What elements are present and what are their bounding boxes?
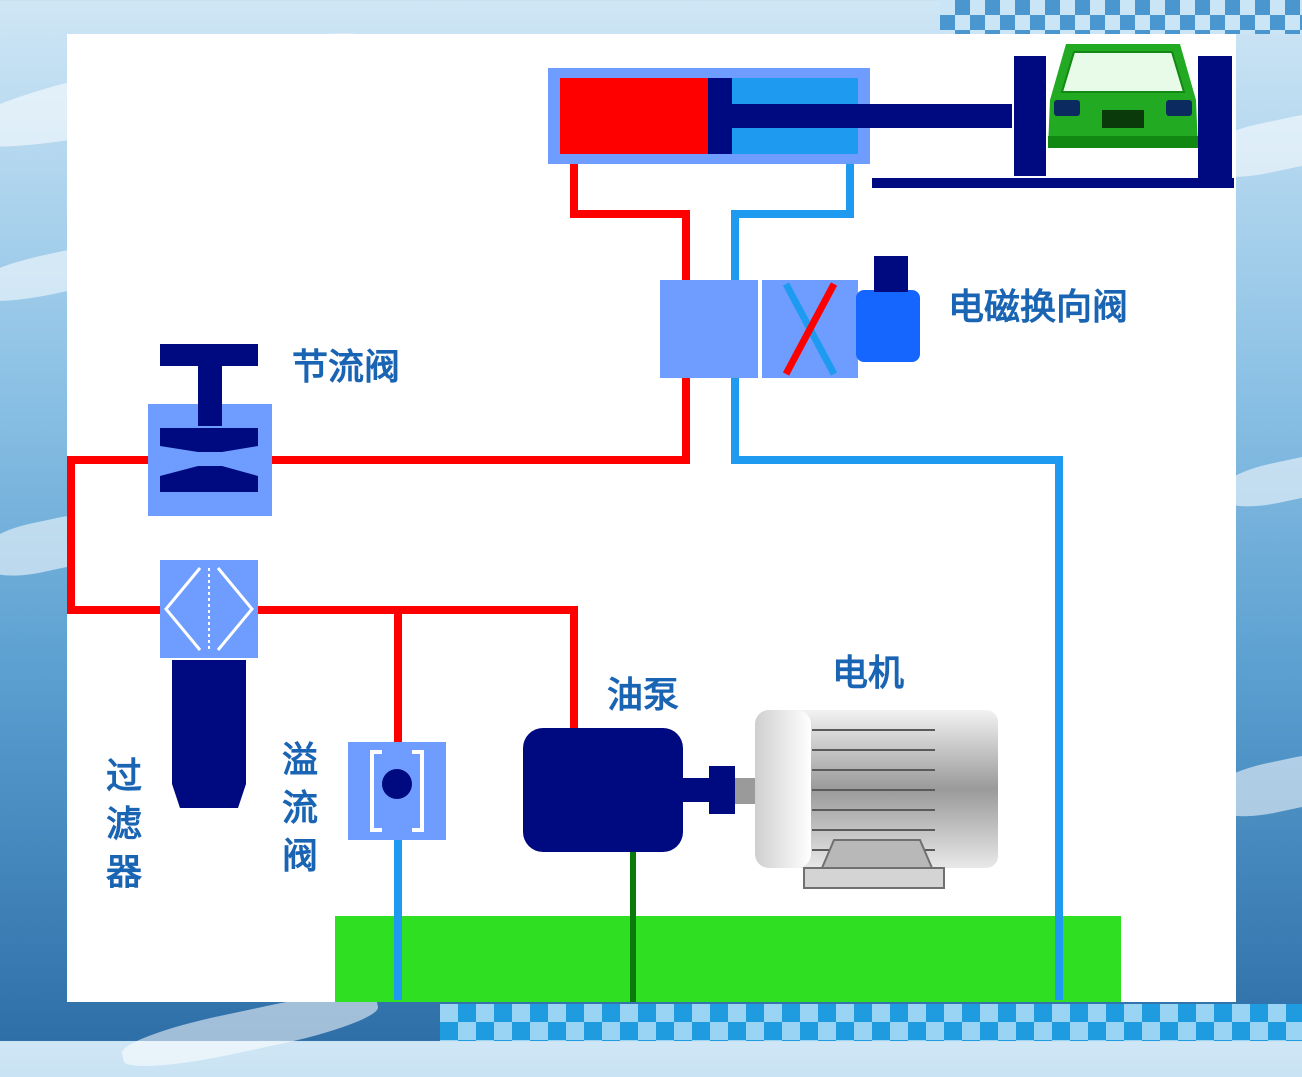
label-relief-valve: 溢流阀 — [281, 739, 318, 877]
pressure-lines — [67, 150, 690, 745]
oil-tank-icon — [335, 916, 1121, 1002]
hydraulic-cylinder-icon — [548, 68, 1012, 164]
relief-valve-icon — [348, 742, 446, 840]
car-icon — [872, 44, 1234, 188]
filter-icon — [160, 560, 258, 808]
label-oil-pump: 油泵 — [607, 674, 680, 716]
label-motor: 电机 — [832, 652, 905, 694]
return-lines — [394, 150, 1063, 1000]
oil-pump-icon — [523, 728, 757, 852]
label-filter: 过滤器 — [105, 755, 142, 893]
label-solenoid-valve: 电磁换向阀 — [948, 286, 1129, 328]
throttle-valve-icon — [148, 344, 272, 516]
solenoid-valve-icon — [660, 256, 920, 378]
label-throttle-valve: 节流阀 — [292, 346, 401, 388]
checker-pattern-top — [940, 0, 1302, 34]
electric-motor-icon — [755, 710, 998, 889]
hydraulic-circuit-diagram — [67, 44, 1234, 1002]
checker-pattern-bottom — [440, 1004, 1302, 1041]
